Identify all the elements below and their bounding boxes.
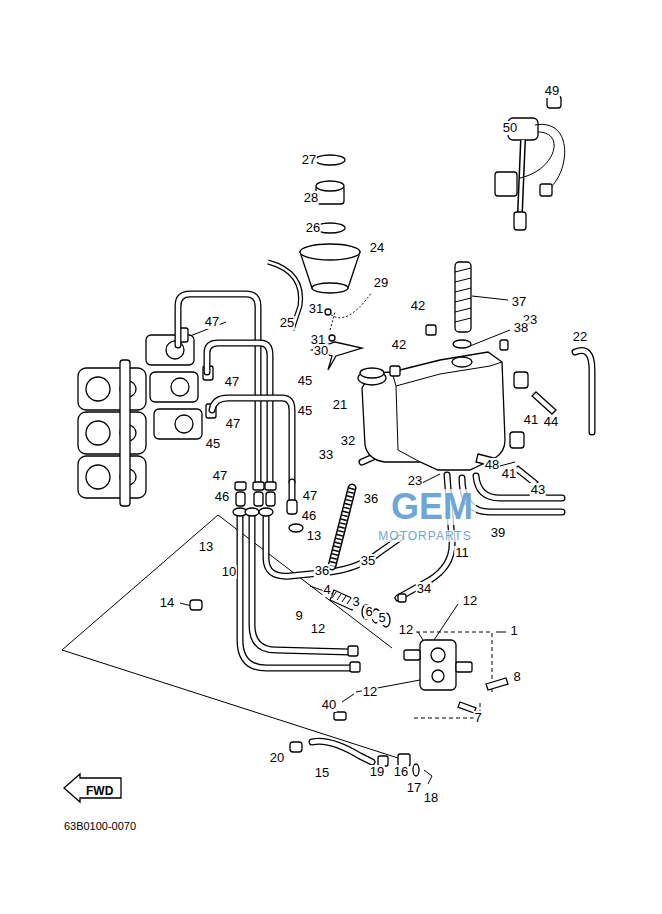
- callout-number: 20: [269, 751, 285, 765]
- callout-number: 41: [523, 413, 539, 427]
- callout-number: 21: [332, 398, 348, 412]
- callout-number: 47: [212, 469, 228, 483]
- callout-number: 16: [393, 765, 409, 779]
- callout-number: 40: [321, 698, 337, 712]
- callout-number: 50: [502, 121, 518, 135]
- callout-number: 10: [221, 565, 237, 579]
- callout-number: 30: [313, 344, 329, 358]
- callout-number: 36: [363, 492, 379, 506]
- callout-number: 35: [360, 554, 376, 568]
- callout-number: 19: [369, 765, 385, 779]
- callout-number: 33: [318, 448, 334, 462]
- callout-number: 45: [205, 437, 221, 451]
- callout-number: 47: [224, 375, 240, 389]
- callout-number: 13: [306, 529, 322, 543]
- callout-number: 45: [297, 374, 313, 388]
- callout-number: 43: [530, 483, 546, 497]
- callout-number: 3: [351, 595, 360, 609]
- callout-number: 47: [204, 315, 220, 329]
- callout-number: 4: [322, 583, 331, 597]
- callout-number: 32: [340, 434, 356, 448]
- callout-number: 17: [406, 781, 422, 795]
- drawing-code: 63B0100-0070: [63, 819, 137, 833]
- callout-number: 12: [362, 685, 378, 699]
- callout-number: 34: [416, 582, 432, 596]
- callout-number: 27: [301, 153, 317, 167]
- callout-number: 15: [314, 766, 330, 780]
- callout-number: 12: [398, 623, 414, 637]
- callout-number: 46: [301, 509, 317, 523]
- callout-number: 1: [509, 624, 518, 638]
- callout-number: 14: [159, 596, 175, 610]
- direction-arrow: FWD: [64, 774, 121, 802]
- callout-number: 42: [391, 338, 407, 352]
- callout-number: 8: [512, 670, 521, 684]
- callout-number: 36: [314, 564, 330, 578]
- callout-number: 26: [305, 221, 321, 235]
- callout-number: 18: [423, 791, 439, 805]
- callout-number: 45: [297, 404, 313, 418]
- callout-number: 12: [462, 594, 478, 608]
- callout-number: 39: [490, 526, 506, 540]
- arrow-shape: [64, 774, 121, 802]
- callout-number: 37: [511, 295, 527, 309]
- callout-number: 9: [294, 609, 303, 623]
- callout-number: 6: [364, 605, 373, 619]
- watermark-text: GEM: [388, 489, 476, 525]
- callout-number: 12: [310, 622, 326, 636]
- callout-number: 13: [198, 540, 214, 554]
- callout-number: 49: [544, 84, 560, 98]
- callout-number: 28: [303, 191, 319, 205]
- callout-number: 46: [214, 490, 230, 504]
- callout-number: 42: [410, 299, 426, 313]
- callout-number: 44: [543, 415, 559, 429]
- callout-number: 23: [407, 474, 423, 488]
- callout-number: 47: [302, 489, 318, 503]
- watermark-text: MOTORPARTS: [377, 530, 472, 542]
- callout-number: 5: [377, 611, 386, 625]
- callout-number: 48: [484, 458, 500, 472]
- callout-number: 29: [373, 276, 389, 290]
- callout-number: 25: [279, 316, 295, 330]
- callout-number: 11: [454, 546, 470, 560]
- callout-number: 7: [473, 711, 482, 725]
- callout-number: 38: [513, 321, 529, 335]
- callout-number: 41: [501, 467, 517, 481]
- callout-number: 47: [225, 417, 241, 431]
- callout-number: 31: [308, 302, 324, 316]
- callout-number: 22: [572, 330, 588, 344]
- direction-text: FWD: [86, 784, 113, 798]
- callout-number: 24: [369, 241, 385, 255]
